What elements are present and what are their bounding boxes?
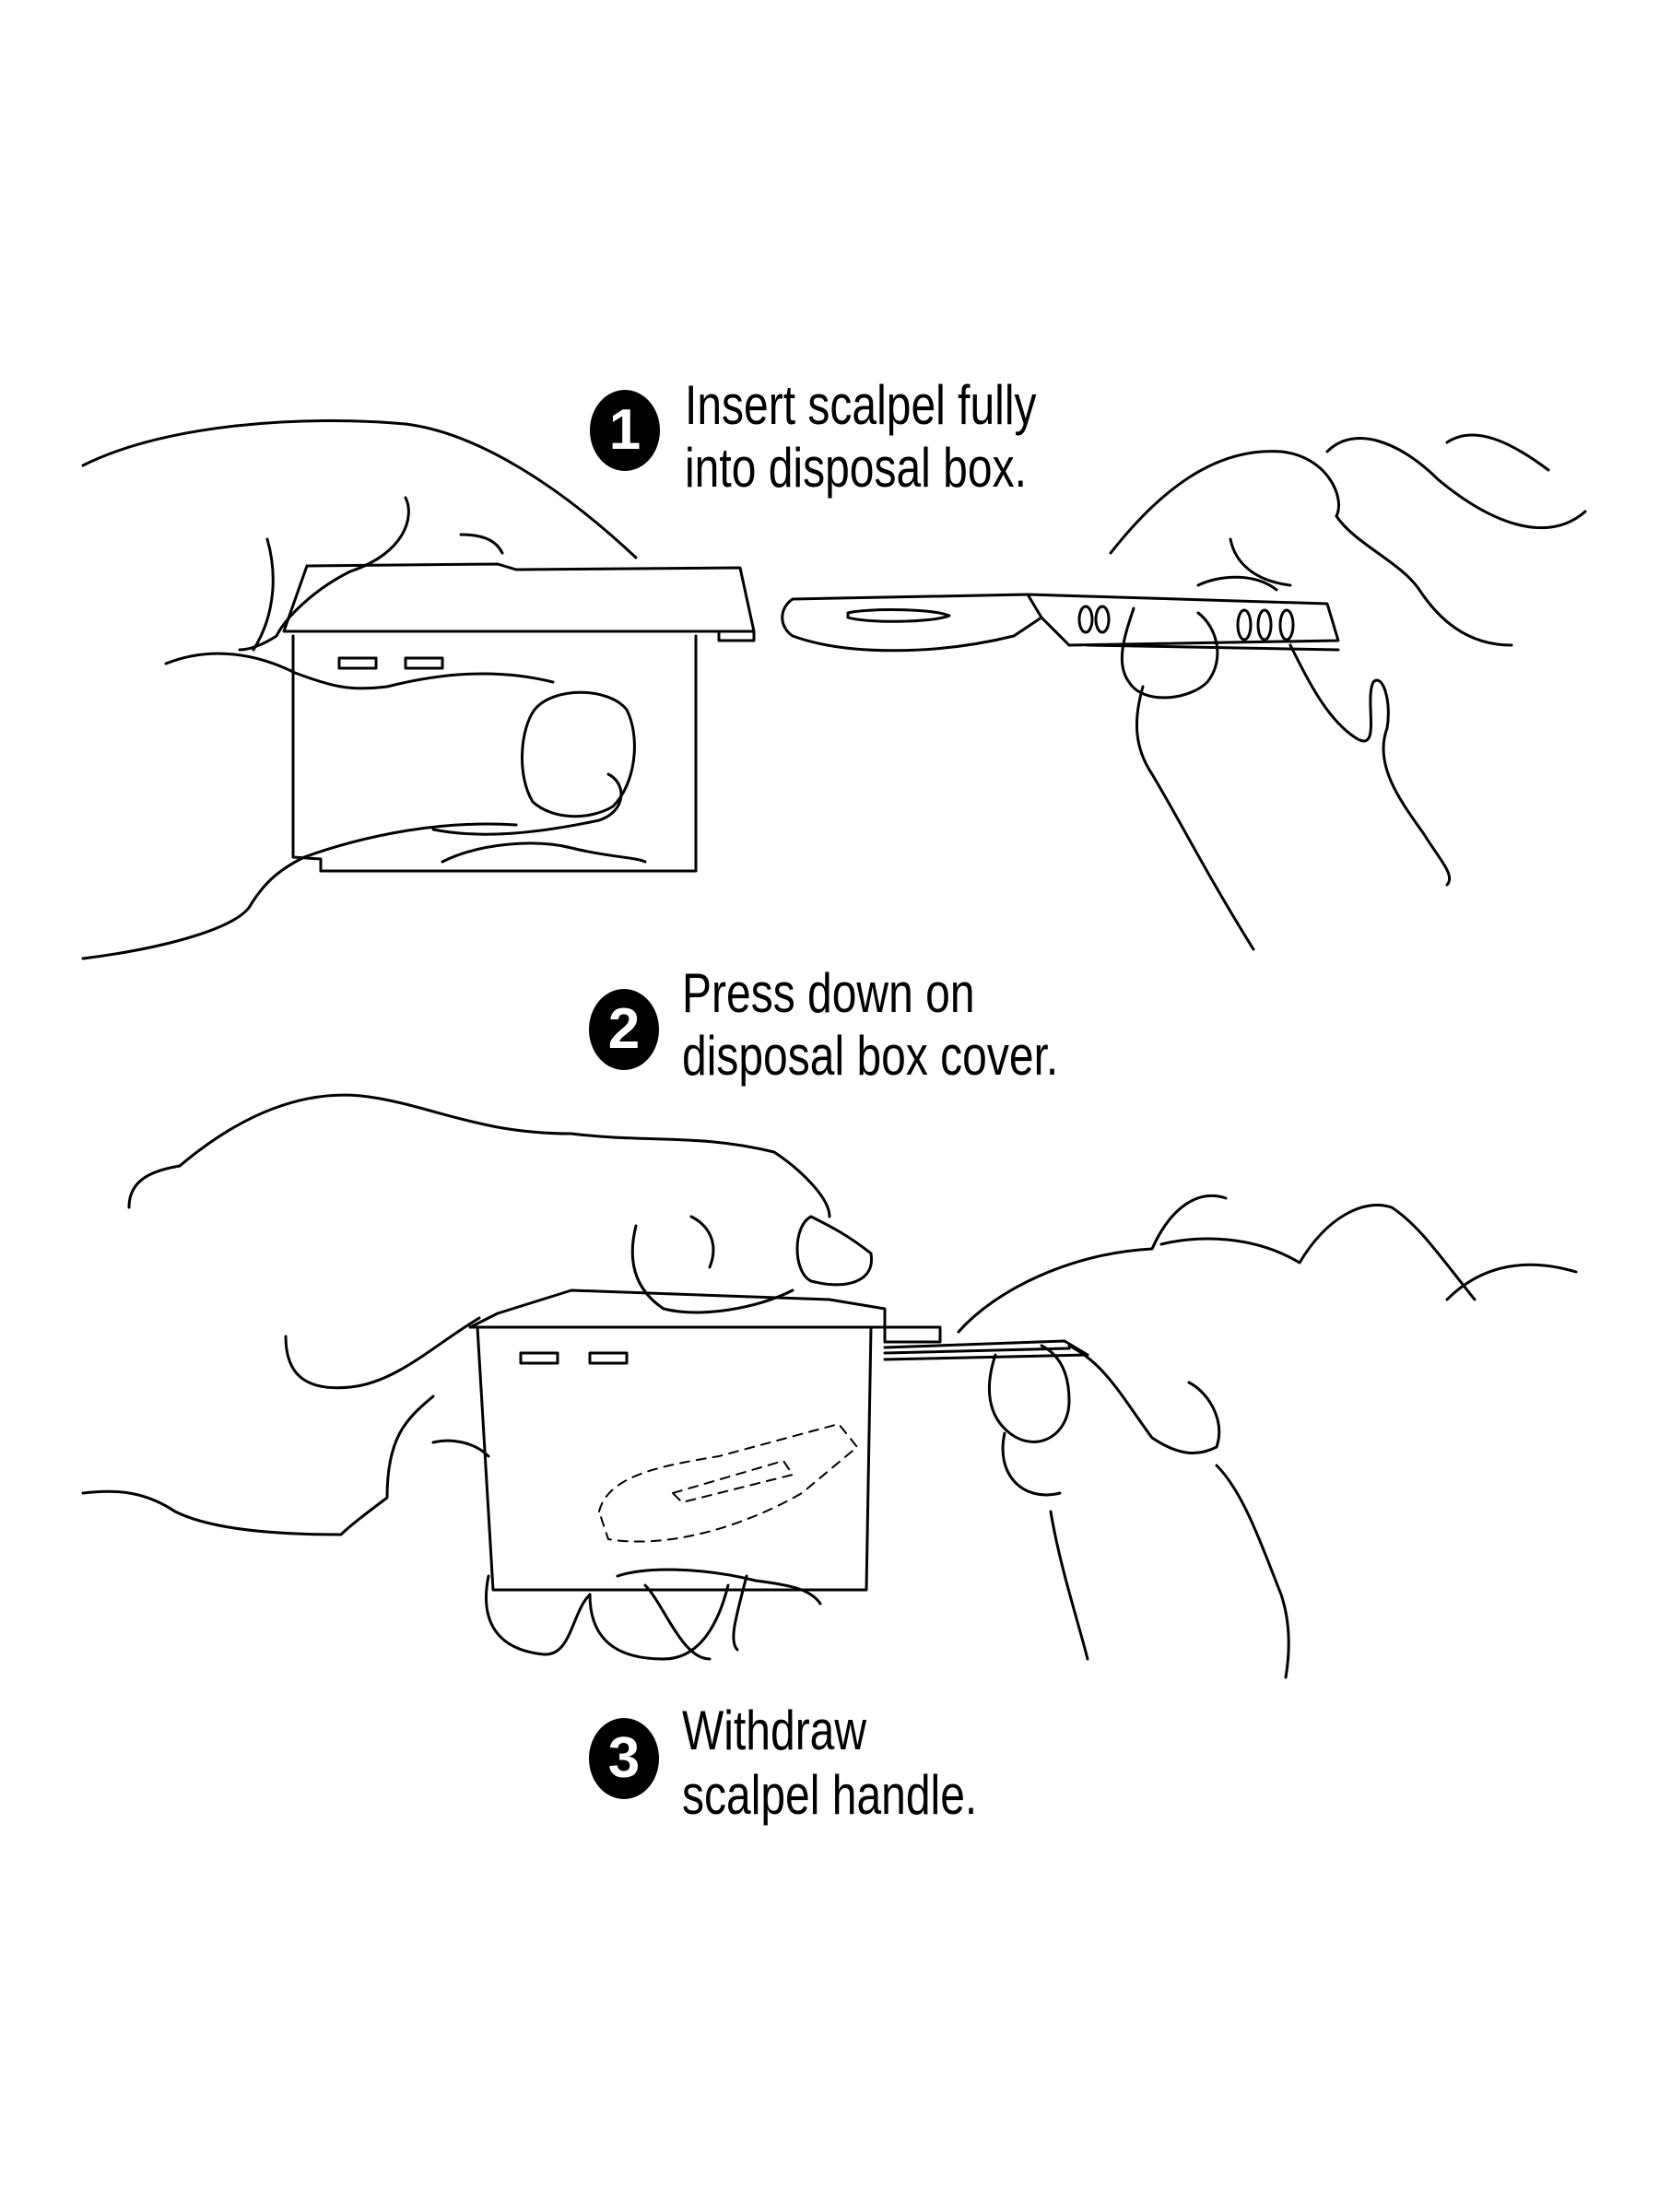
box-slot xyxy=(337,656,378,670)
right-hand-holding-scalpel xyxy=(1109,433,1587,951)
step-2-line-2: disposal box cover. xyxy=(682,1025,1059,1087)
box-slot xyxy=(404,656,444,670)
left-hand-pressing-cover xyxy=(81,1093,874,1661)
step-number-badge: 2 xyxy=(589,989,659,1070)
step-1-line-2: into disposal box. xyxy=(685,437,1027,499)
step-1-line-1: Insert scalpel fully xyxy=(685,374,1037,436)
box-slot xyxy=(588,1351,629,1365)
left-hand-holding-box xyxy=(81,418,647,960)
box-slot xyxy=(519,1351,559,1365)
scalpel xyxy=(781,593,1340,653)
disposal-box-open xyxy=(282,562,756,873)
right-hand-withdrawing-handle xyxy=(957,1194,1578,1679)
step-number-badge: 1 xyxy=(590,390,660,471)
step-number-badge: 3 xyxy=(589,1718,659,1799)
step-2-line-1: Press down on xyxy=(682,962,975,1024)
step-3-line-2: scalpel handle. xyxy=(682,1764,978,1826)
disposal-box-closed xyxy=(468,1288,942,1592)
step-3-line-1: Withdraw xyxy=(682,1700,867,1761)
